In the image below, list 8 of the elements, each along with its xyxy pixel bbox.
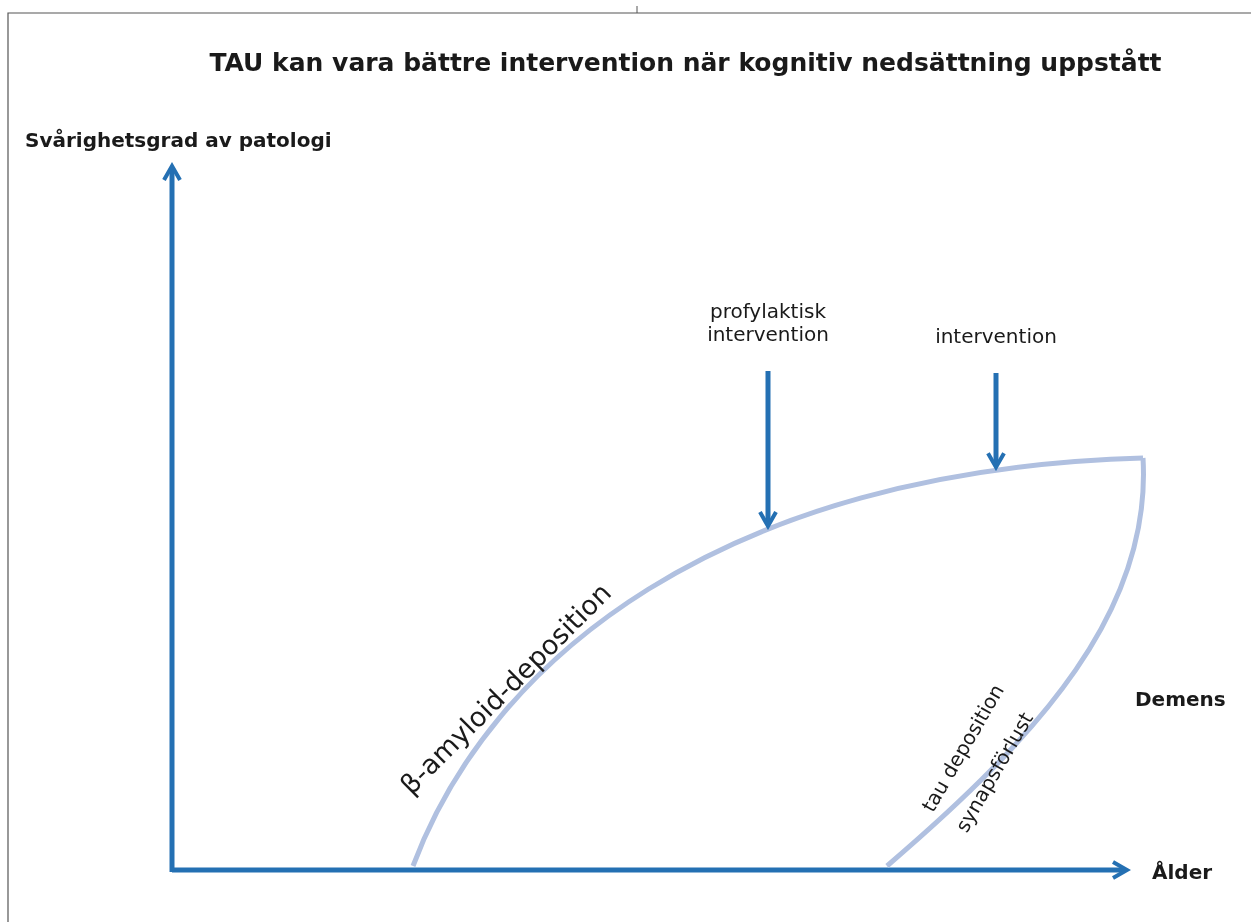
arrow [758, 371, 778, 529]
axis-title: Ålder [1152, 860, 1213, 884]
intervention-label: intervention [906, 325, 1086, 348]
axis-title: Svårighetsgrad av patologi [25, 128, 332, 152]
intervention-label: profylaktisk intervention [678, 300, 858, 346]
arrow [986, 373, 1006, 470]
title: TAU kan vara bättre intervention när kognitiv nedsättning uppstått [208, 48, 1163, 77]
annotation-label: Demens [1135, 687, 1226, 711]
